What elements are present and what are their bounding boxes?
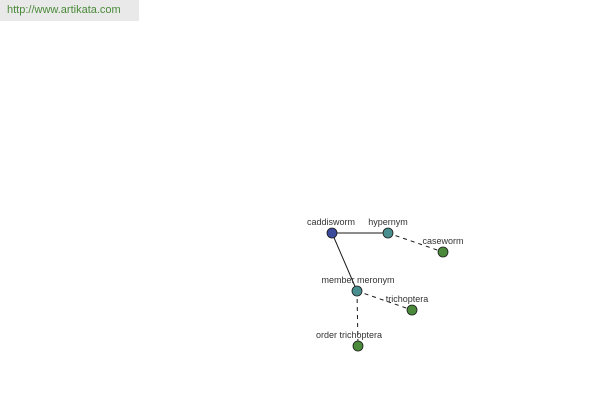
node-circle-caseworm[interactable] bbox=[437, 246, 449, 258]
node-trichoptera[interactable]: trichoptera bbox=[386, 294, 429, 316]
source-url-banner[interactable]: http://www.artikata.com bbox=[0, 0, 139, 21]
node-circle-trichoptera[interactable] bbox=[406, 304, 418, 316]
node-label-hypernym: hypernym bbox=[368, 217, 408, 227]
node-circle-member-meronym[interactable] bbox=[351, 285, 363, 297]
node-circle-caddisworm[interactable] bbox=[326, 227, 338, 239]
node-label-order-trichoptera: order trichoptera bbox=[316, 330, 382, 340]
edge-member-meronym-to-trichoptera bbox=[356, 290, 413, 311]
edge-hypernym-to-caseworm bbox=[387, 232, 444, 253]
node-hypernym[interactable]: hypernym bbox=[368, 217, 408, 239]
node-caseworm[interactable]: caseworm bbox=[422, 236, 464, 258]
node-circle-order-trichoptera[interactable] bbox=[352, 340, 364, 352]
node-circle-hypernym[interactable] bbox=[382, 227, 394, 239]
edge-caddisworm-to-member-meronym bbox=[331, 232, 358, 292]
edge-member-meronym-to-order-trichoptera bbox=[356, 290, 359, 347]
nodes-layer: caddisworm hypernym caseworm member meronym… bbox=[307, 217, 464, 352]
node-member-meronym[interactable]: member meronym bbox=[321, 275, 395, 297]
node-label-caddisworm: caddisworm bbox=[307, 217, 355, 227]
node-label-member-meronym: member meronym bbox=[321, 275, 394, 285]
node-caddisworm[interactable]: caddisworm bbox=[307, 217, 355, 239]
node-label-trichoptera: trichoptera bbox=[386, 294, 429, 304]
node-order-trichoptera[interactable]: order trichoptera bbox=[316, 330, 382, 352]
node-label-caseworm: caseworm bbox=[422, 236, 463, 246]
edges-layer bbox=[331, 232, 444, 347]
